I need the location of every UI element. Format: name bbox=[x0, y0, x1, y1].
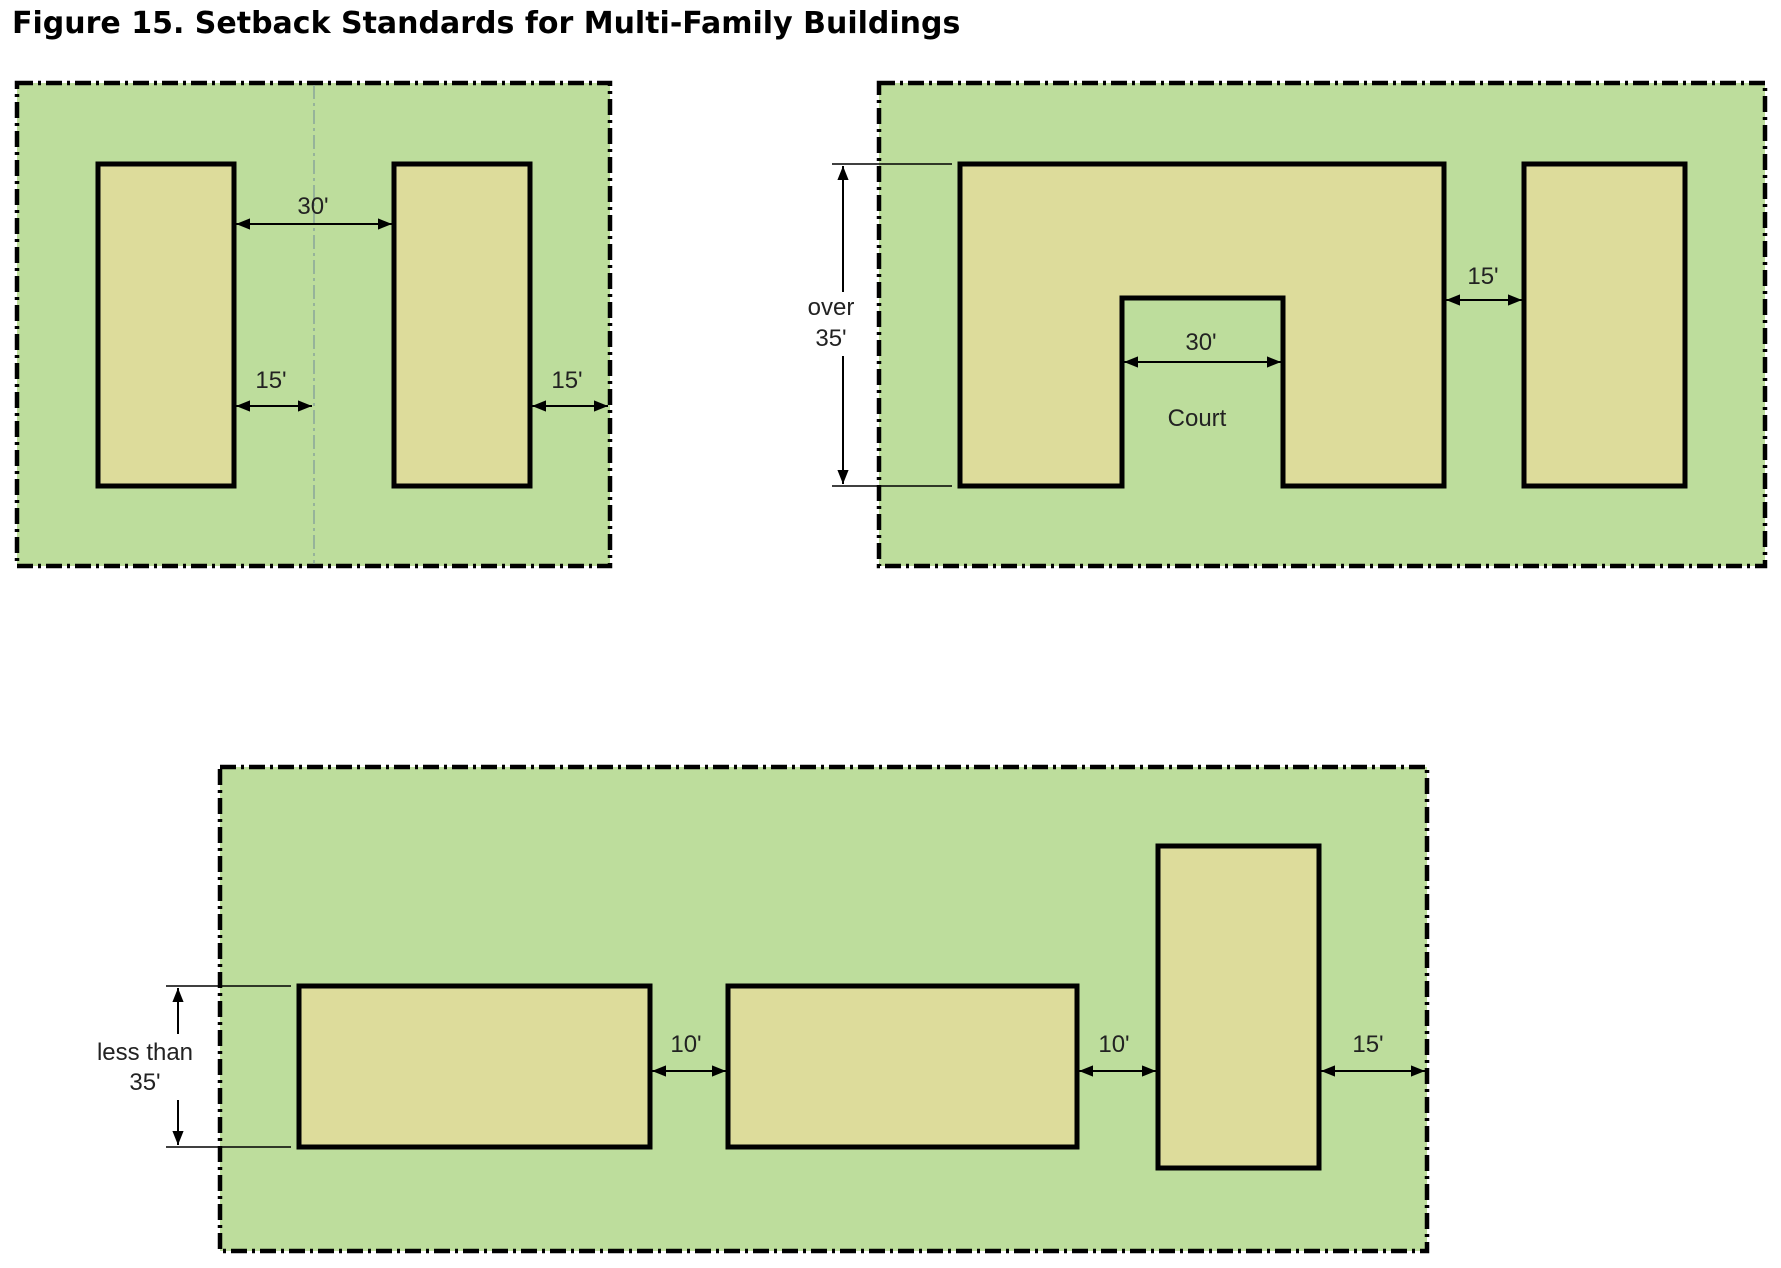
building-right bbox=[391, 161, 533, 489]
building-middle bbox=[725, 983, 1080, 1150]
label-height-value: 35' bbox=[815, 325, 846, 352]
label-court: Court bbox=[1168, 405, 1227, 432]
label-spacing-2: 10' bbox=[1098, 1031, 1129, 1058]
building-right-tall bbox=[1155, 843, 1322, 1171]
figure-title: Figure 15. Setback Standards for Multi-F… bbox=[12, 6, 961, 41]
panel-court-building: over 35' 30' Court 15' bbox=[808, 80, 1768, 569]
label-side-setback: 15' bbox=[1352, 1031, 1383, 1058]
building-u-shaped bbox=[957, 161, 1447, 489]
label-height-over: over bbox=[808, 294, 855, 321]
label-height-less-than: less than bbox=[97, 1039, 193, 1066]
label-building-spacing: 15' bbox=[1467, 263, 1498, 290]
label-spacing-1: 10' bbox=[670, 1031, 701, 1058]
panel-two-buildings: 30' 15' 15' bbox=[14, 80, 613, 569]
building-right bbox=[1521, 161, 1688, 489]
label-court-width: 30' bbox=[1185, 329, 1216, 356]
panel-three-buildings: less than 35' 10' 10' 15' bbox=[97, 764, 1430, 1254]
building-left bbox=[95, 161, 237, 489]
label-building-spacing: 30' bbox=[297, 193, 328, 220]
label-height-value: 35' bbox=[129, 1069, 160, 1096]
label-center-setback: 15' bbox=[255, 367, 286, 394]
building-left bbox=[296, 983, 653, 1150]
label-side-setback: 15' bbox=[551, 367, 582, 394]
